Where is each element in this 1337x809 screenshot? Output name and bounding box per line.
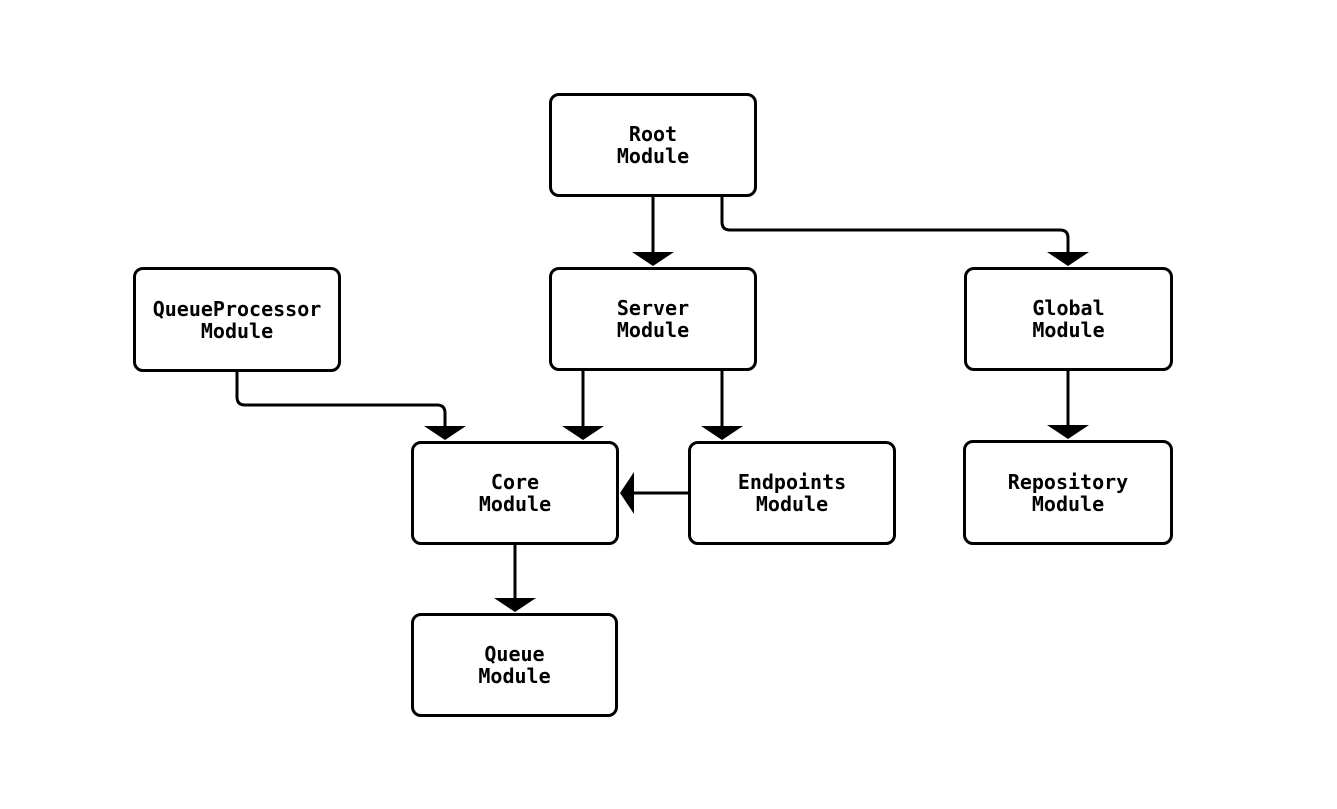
edge-core-to-queue	[494, 545, 536, 612]
arrowhead-icon	[562, 426, 604, 440]
arrowhead-icon	[620, 472, 634, 514]
edge-queueprocessor-to-core	[235, 372, 466, 440]
node-global-module-label: Global Module	[1032, 296, 1105, 342]
node-endpoints-module: Endpoints Module	[688, 441, 896, 545]
edge-global-to-repository	[1047, 371, 1089, 439]
node-global-module: Global Module	[964, 267, 1173, 371]
node-core-module-label: Core Module	[478, 470, 552, 516]
edge-line	[235, 372, 447, 427]
node-root-module: Root Module	[549, 93, 757, 197]
edge-endpoints-to-core	[620, 472, 688, 514]
arrowhead-icon	[424, 426, 466, 440]
node-server-module-label: Server Module	[616, 296, 690, 342]
node-endpoints-module-label: Endpoints Module	[737, 470, 847, 516]
edge-root-to-server	[632, 197, 674, 266]
edge-server-to-endpoints	[701, 371, 743, 440]
node-core-module: Core Module	[411, 441, 619, 545]
arrowhead-icon	[1047, 425, 1089, 439]
node-queueprocessor-module-label: QueueProcessor Module	[152, 296, 322, 343]
node-repository-module-label: Repository Module	[1007, 469, 1129, 516]
arrowhead-icon	[1047, 252, 1089, 266]
node-queue-module-label: Queue Module	[478, 642, 551, 688]
arrowhead-icon	[632, 252, 674, 266]
edge-line	[720, 197, 1070, 253]
node-queueprocessor-module: QueueProcessor Module	[133, 267, 341, 372]
edge-root-to-global	[720, 197, 1089, 266]
arrowhead-icon	[494, 598, 536, 612]
node-repository-module: Repository Module	[963, 440, 1173, 545]
node-root-module-label: Root Module	[616, 122, 690, 168]
arrowhead-icon	[701, 426, 743, 440]
edge-server-to-core	[562, 371, 604, 440]
node-queue-module: Queue Module	[411, 613, 618, 717]
node-server-module: Server Module	[549, 267, 757, 371]
